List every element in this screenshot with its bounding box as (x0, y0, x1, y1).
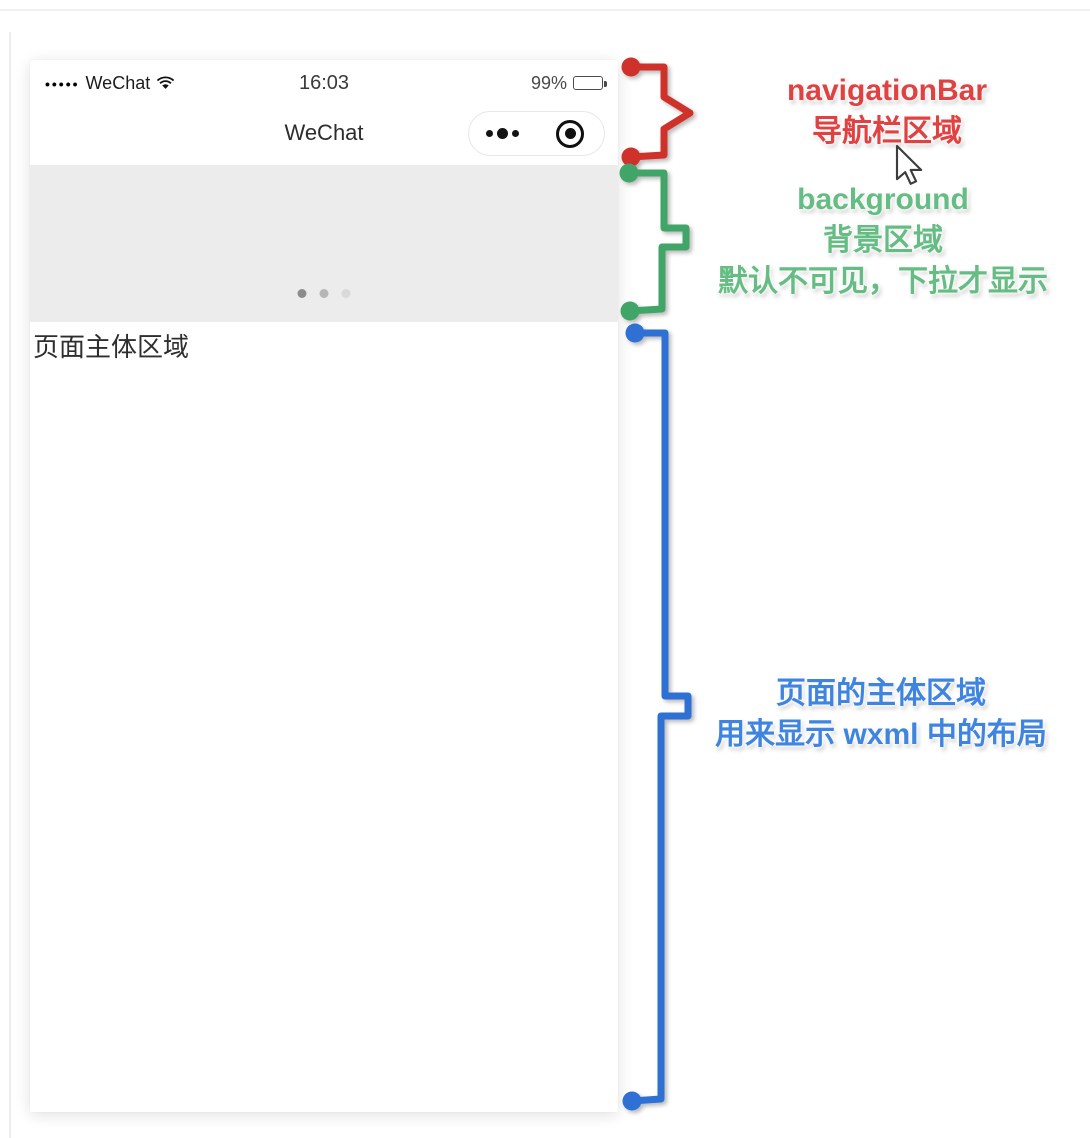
annotation-navigation-bar-line1: navigationBar (786, 74, 988, 107)
mini-program-simulator: ••••• WeChat 16:03 99% (30, 60, 618, 1112)
battery-percent-label: 99% (530, 72, 567, 93)
navigation-bar-title: WeChat (284, 120, 364, 145)
pager-dot (341, 289, 351, 298)
panel-divider-top (0, 9, 1090, 11)
annotation-navigation-bar-line2: 导航栏区域 (812, 115, 962, 148)
pulldown-background-area (30, 165, 618, 322)
annotation-page-body: 页面的主体区域 用来显示 wxml 中的布局 (666, 673, 1090, 755)
menu-dot (486, 130, 494, 137)
annotation-page-body-line2: 用来显示 wxml 中的布局 (715, 718, 1047, 751)
annotation-page-body-line1: 页面的主体区域 (776, 677, 986, 710)
circled-dot-icon (556, 119, 585, 148)
status-bar-left: ••••• WeChat (45, 73, 175, 94)
capsule-button-group (468, 111, 605, 156)
battery-icon (573, 76, 607, 90)
battery-nub (603, 80, 607, 87)
status-bar-time: 16:03 (298, 71, 350, 94)
status-bar-right: 99% (530, 72, 607, 94)
wifi-icon (156, 76, 175, 91)
panel-divider-left (9, 32, 11, 1138)
menu-dot (497, 128, 509, 139)
carrier-label: WeChat (85, 72, 151, 93)
annotation-background-line1: background (797, 183, 969, 216)
signal-strength-icon: ••••• (45, 76, 80, 92)
circled-dot-core (564, 128, 576, 139)
status-bar: ••••• WeChat 16:03 99% (30, 60, 618, 106)
annotation-background-line3: 默认不可见，下拉才显示 (718, 265, 1048, 298)
pager-dots-icon (297, 289, 351, 298)
annotation-navigation-bar: navigationBar 导航栏区域 (672, 70, 1090, 152)
page-body-text: 页面主体区域 (33, 332, 190, 362)
capsule-menu-button[interactable] (469, 112, 537, 155)
pager-dot (319, 289, 329, 298)
annotation-background: background 背景区域 默认不可见，下拉才显示 (668, 179, 1090, 302)
menu-dot (512, 130, 520, 137)
annotation-background-line2: 背景区域 (823, 224, 943, 257)
capsule-close-button[interactable] (537, 112, 605, 155)
navigation-bar: WeChat (30, 106, 618, 165)
pager-dot (297, 289, 307, 298)
page-body-area: 页面主体区域 (30, 322, 618, 1112)
